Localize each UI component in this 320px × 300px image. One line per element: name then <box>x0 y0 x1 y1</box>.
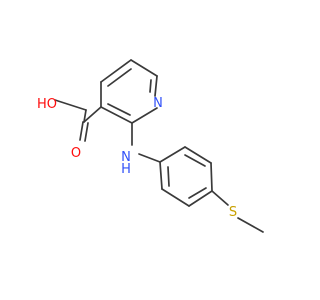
ring-nitrogen-label: N <box>153 96 163 111</box>
sulfur-label: S <box>229 205 237 220</box>
amine-hydrogen-label: H <box>121 162 131 177</box>
carboxylic-acid-group <box>54 99 102 142</box>
bond <box>184 154 206 167</box>
bond <box>138 153 161 163</box>
bond <box>107 103 131 116</box>
benzene-ring <box>159 146 213 207</box>
bond <box>79 121 84 141</box>
bond <box>167 166 170 187</box>
amine-nitrogen-label: N <box>121 150 131 165</box>
bond <box>83 106 102 123</box>
molecule-structure: N HO O N H S <box>37 59 264 233</box>
bond <box>84 122 89 142</box>
bond <box>154 75 158 97</box>
bond <box>211 190 229 206</box>
bond <box>100 106 133 124</box>
bond <box>159 146 186 163</box>
hydroxyl-label: HO <box>37 97 57 112</box>
bond <box>149 79 152 93</box>
bond <box>159 161 163 190</box>
carbonyl-oxygen-label: O <box>71 146 81 161</box>
bond <box>131 107 158 124</box>
pyridine-ring <box>100 59 158 124</box>
bond <box>107 68 132 87</box>
bond <box>54 99 87 111</box>
bond <box>130 59 158 77</box>
bond <box>161 188 190 207</box>
bond <box>188 187 207 199</box>
bond <box>100 59 132 83</box>
bond <box>237 217 264 233</box>
bond <box>184 146 212 164</box>
bond <box>83 109 87 123</box>
methylthio-group <box>211 190 264 233</box>
amine-linker <box>131 122 161 163</box>
bond <box>188 190 213 207</box>
bond <box>210 162 213 192</box>
